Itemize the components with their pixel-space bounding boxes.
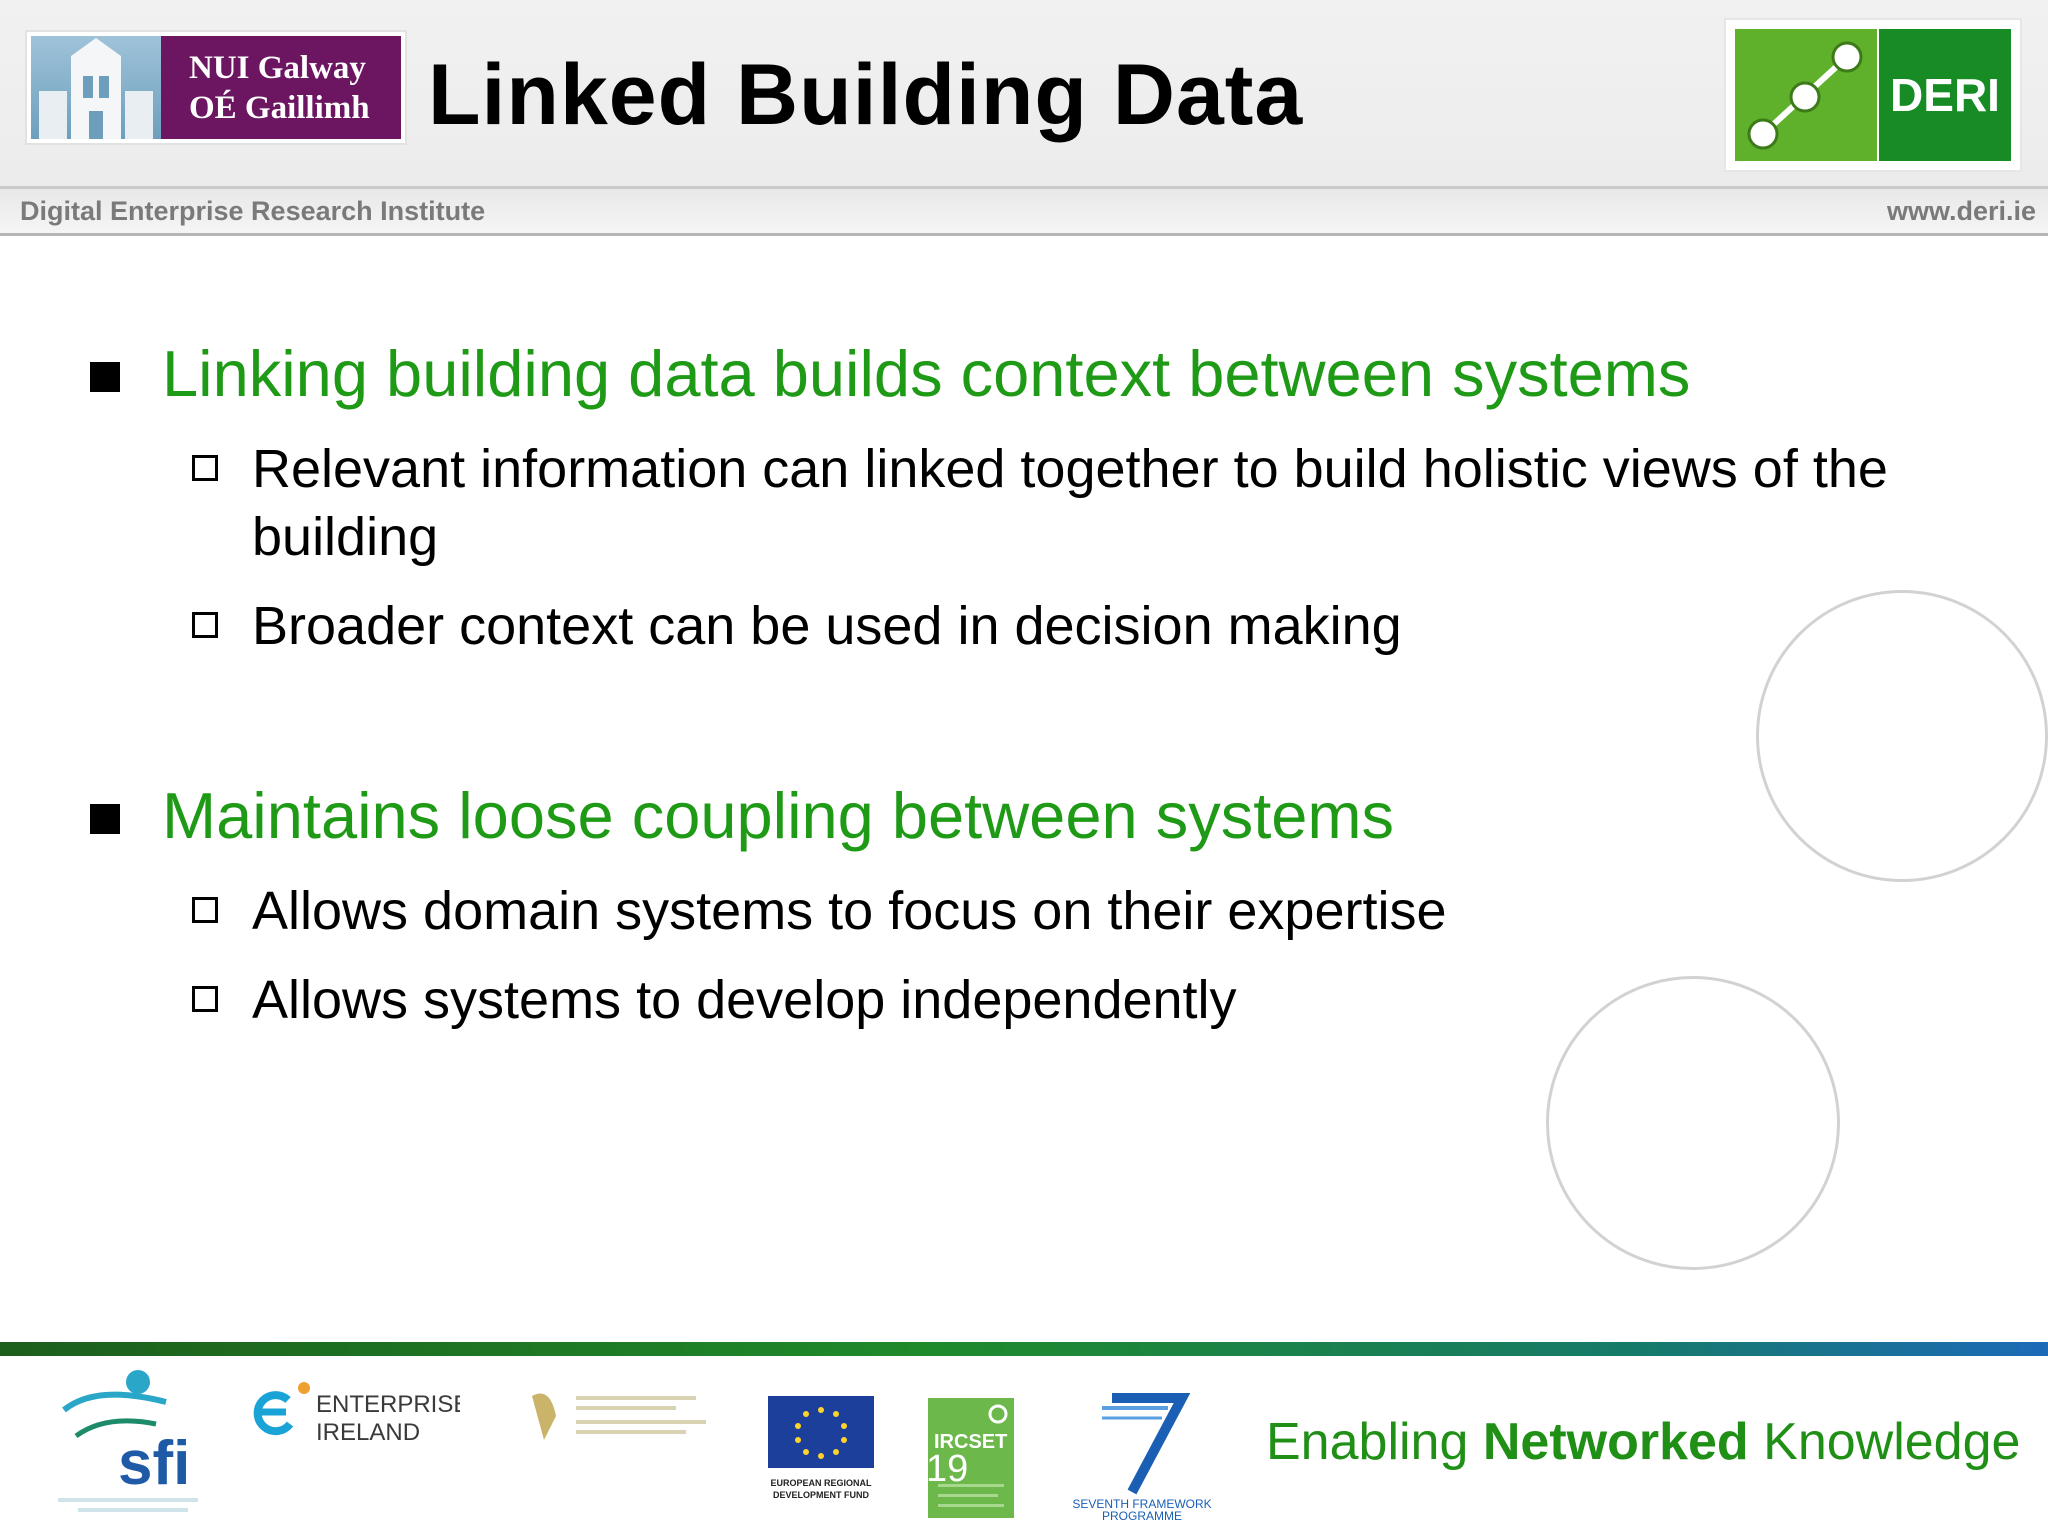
deri-logo: DERI bbox=[1726, 20, 2020, 170]
sub-bullet-text: Allows systems to develop independently bbox=[252, 970, 1237, 1030]
slogan-part1: Enabling bbox=[1266, 1413, 1483, 1471]
erdf-line1: EUROPEAN REGIONAL bbox=[770, 1478, 872, 1488]
nui-logo-text: NUI Galway OÉ Gaillimh bbox=[161, 36, 401, 139]
slogan-part2: Knowledge bbox=[1748, 1413, 2021, 1471]
enterprise-ireland-logo: ENTERPRISE IRELAND bbox=[250, 1380, 469, 1460]
hollow-square-bullet-icon bbox=[192, 986, 218, 1012]
section-heading: Maintains loose coupling between systems bbox=[162, 779, 1395, 852]
slide-header: NUI Galway OÉ Gaillimh Linked Building D… bbox=[0, 0, 2048, 186]
slide-footer: sfi ENTERPRISE IRELAND bbox=[0, 1356, 2048, 1536]
slide-title: Linked Building Data bbox=[428, 47, 1304, 143]
hollow-square-bullet-icon bbox=[192, 897, 218, 923]
hollow-square-bullet-icon bbox=[192, 612, 218, 638]
fp7-logo: SEVENTH FRAMEWORK PROGRAMME bbox=[1062, 1392, 1222, 1523]
page-number: 19 bbox=[926, 1448, 969, 1490]
nui-galway-logo: NUI Galway OÉ Gaillimh bbox=[27, 32, 405, 143]
nui-logo-line2: OÉ Gaillimh bbox=[189, 90, 370, 126]
ircset-logo: IRCSET bbox=[928, 1398, 1014, 1518]
enterprise-ireland-line1: ENTERPRISE bbox=[316, 1391, 460, 1418]
sub-bullet-text: Relevant information can linked together… bbox=[252, 439, 1888, 567]
enterprise-ireland-line2: IRELAND bbox=[316, 1419, 420, 1446]
nui-building-icon bbox=[31, 36, 161, 139]
institute-bar: Digital Enterprise Research Institute ww… bbox=[0, 186, 2048, 236]
institute-name: Digital Enterprise Research Institute bbox=[20, 196, 486, 226]
decorative-circle bbox=[1546, 976, 1840, 1270]
slogan-bold: Networked bbox=[1482, 1413, 1749, 1471]
government-harp-logo bbox=[526, 1386, 716, 1446]
deri-molecule-icon bbox=[1735, 29, 1877, 161]
erdf-line2: DEVELOPMENT FUND bbox=[773, 1490, 870, 1500]
sub-bullet-text: Broader context can be used in decision … bbox=[252, 596, 1402, 656]
footer-slogan: Enabling Networked Knowledge bbox=[1266, 1412, 2020, 1472]
ircset-logo-text: IRCSET bbox=[934, 1431, 1007, 1453]
footer-stripe bbox=[0, 1342, 2048, 1356]
sfi-logo: sfi bbox=[56, 1366, 206, 1516]
fp7-line1: SEVENTH FRAMEWORK bbox=[1072, 1497, 1211, 1511]
sfi-logo-text: sfi bbox=[118, 1429, 190, 1498]
eu-erdf-logo: EUROPEAN REGIONAL DEVELOPMENT FUND bbox=[766, 1396, 878, 1516]
filled-square-bullet-icon bbox=[90, 804, 120, 834]
fp7-line2: PROGRAMME bbox=[1102, 1509, 1182, 1522]
section-heading: Linking building data builds context bet… bbox=[162, 337, 1691, 410]
deri-logo-text: DERI bbox=[1879, 29, 2011, 161]
nui-logo-line1: NUI Galway bbox=[189, 50, 366, 86]
filled-square-bullet-icon bbox=[90, 362, 120, 392]
website-url: www.deri.ie bbox=[1886, 196, 2036, 226]
decorative-circle bbox=[1756, 590, 2048, 882]
hollow-square-bullet-icon bbox=[192, 455, 218, 481]
sub-bullet-text: Allows domain systems to focus on their … bbox=[252, 881, 1447, 941]
